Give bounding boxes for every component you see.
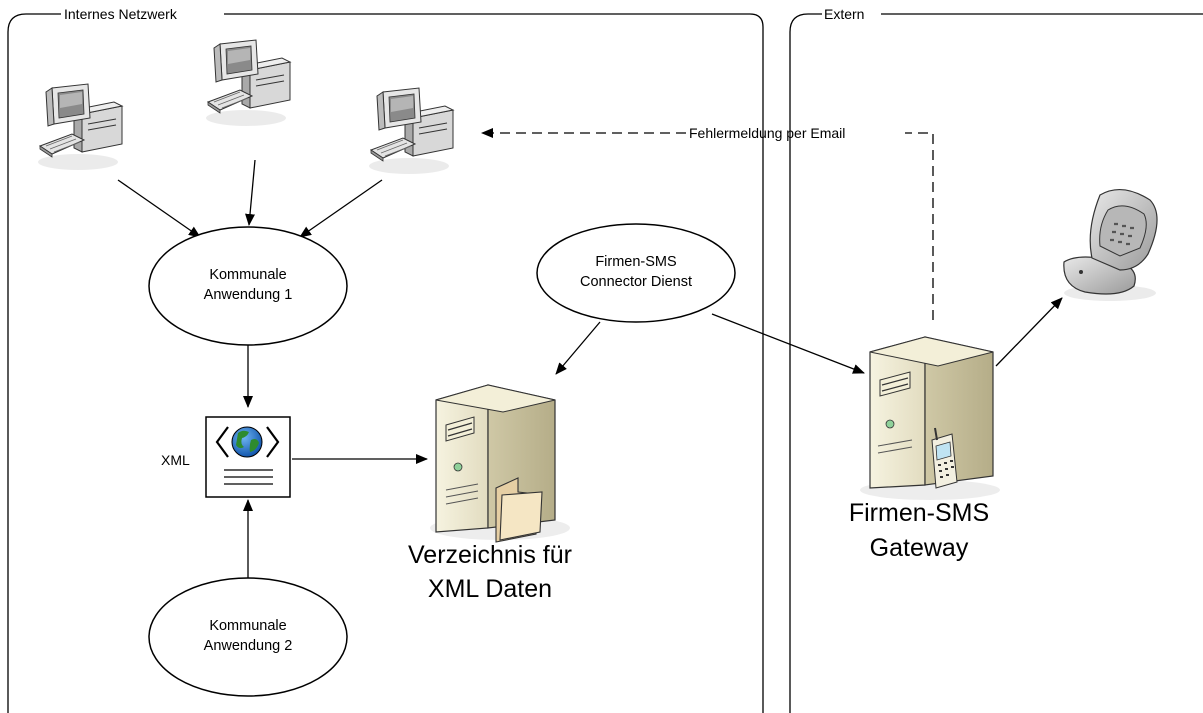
edge-pc1-app1 xyxy=(117,179,201,238)
edge-gateway-phone xyxy=(995,297,1063,367)
svg-text:Kommunale: Kommunale xyxy=(209,267,286,283)
error-email-edge: Fehlermeldung per Email xyxy=(481,125,934,320)
sms-gateway-server-icon xyxy=(860,336,1000,500)
edge-pc3-app1 xyxy=(299,179,383,238)
edge-connector-gateway xyxy=(711,313,865,374)
xml-document-icon xyxy=(205,416,291,498)
svg-text:Anwendung 2: Anwendung 2 xyxy=(204,638,293,654)
svg-text:XML Daten: XML Daten xyxy=(428,575,552,603)
workstation-icon xyxy=(37,83,123,171)
svg-text:Kommunale: Kommunale xyxy=(209,618,286,634)
folder-icon xyxy=(495,477,543,543)
mobile-phone-icon xyxy=(1063,189,1158,301)
connector-node: Firmen-SMS Connector Dienst xyxy=(536,223,736,323)
external-label: Extern xyxy=(824,6,864,22)
error-email-label: Fehlermeldung per Email xyxy=(689,125,845,141)
internal-network-group: Internes Netzwerk xyxy=(7,6,764,713)
svg-text:Anwendung 1: Anwendung 1 xyxy=(204,287,293,303)
globe-icon xyxy=(231,426,263,458)
external-group: Extern xyxy=(789,6,1203,713)
app1-node: Kommunale Anwendung 1 xyxy=(148,226,348,346)
svg-text:Verzeichnis für: Verzeichnis für xyxy=(408,541,572,569)
internal-network-label: Internes Netzwerk xyxy=(64,6,178,22)
workstation-icon xyxy=(205,39,291,127)
app2-node: Kommunale Anwendung 2 xyxy=(148,577,348,697)
edge-pc2-app1 xyxy=(245,159,256,226)
svg-text:Firmen-SMS: Firmen-SMS xyxy=(595,254,676,270)
file-server-icon xyxy=(430,384,570,543)
directory-label: Verzeichnis für XML Daten xyxy=(408,541,572,603)
svg-text:Firmen-SMS: Firmen-SMS xyxy=(849,499,989,527)
edge-connector-directory xyxy=(555,321,601,375)
svg-text:Gateway: Gateway xyxy=(870,534,969,562)
xml-label: XML xyxy=(161,452,190,468)
svg-text:Connector Dienst: Connector Dienst xyxy=(580,274,692,290)
gateway-label: Firmen-SMS Gateway xyxy=(849,499,989,562)
workstation-icon xyxy=(368,87,454,175)
